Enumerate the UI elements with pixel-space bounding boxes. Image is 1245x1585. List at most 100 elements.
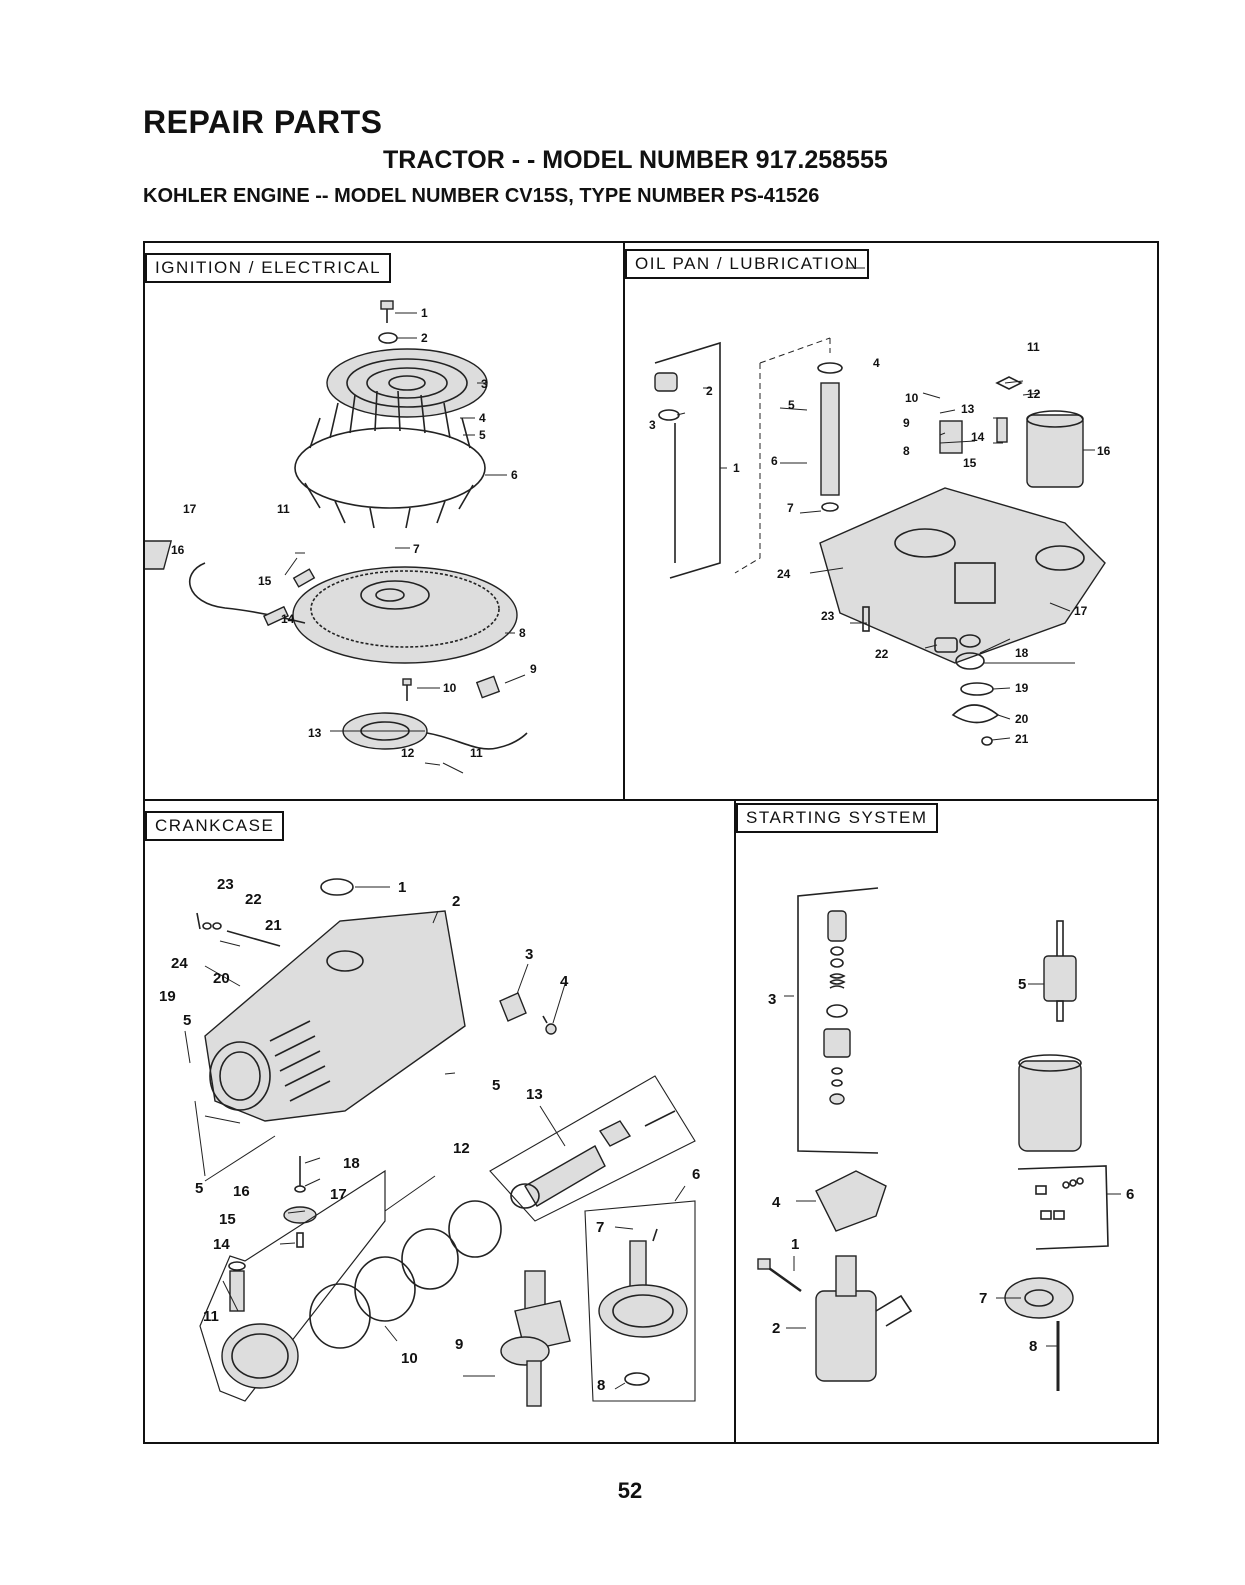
ignition-callout-6: 6	[511, 468, 518, 482]
crankcase-callout-21: 21	[265, 917, 282, 934]
oil-pan-callout-1: 1	[733, 461, 740, 475]
crankcase-section-label: CRANKCASE	[145, 811, 285, 841]
crankcase-callout-2: 2	[452, 893, 460, 910]
ignition-callout-7: 7	[413, 542, 420, 556]
oil-seal-part	[320, 878, 354, 896]
drive-kit-part	[797, 887, 879, 1154]
crankcase-callout-17: 17	[330, 1186, 347, 1203]
crankcase-callout-15: 15	[219, 1211, 236, 1228]
ignition-callout-15: 15	[258, 574, 272, 588]
oil-pan-callout-5: 5	[788, 398, 795, 412]
oil-pan-callout-22: 22	[875, 647, 889, 661]
oil-pan-callout-11: 11	[1027, 340, 1040, 354]
ignition-callout-12: 12	[401, 746, 415, 760]
starting-callout-8: 8	[1029, 1338, 1037, 1355]
oil-pan-callout-3: 3	[649, 418, 656, 432]
breather-assembly-part	[196, 912, 281, 947]
oil-pan-callout-14: 14	[971, 430, 985, 444]
camshaft-part	[584, 1200, 696, 1402]
oil-pan-callout-12: 12	[1027, 387, 1041, 401]
oil-pump-part	[862, 606, 1000, 746]
ignition-callout-10: 10	[443, 681, 457, 695]
dipstick-tube-part	[734, 337, 843, 574]
vertical-divider-top	[623, 241, 625, 801]
crankshaft-part	[500, 1270, 571, 1407]
starting-callout-4: 4	[772, 1194, 781, 1211]
oil-pan-callout-18: 18	[1015, 646, 1029, 660]
oil-pan-callout-23: 23	[821, 609, 835, 623]
crankcase-section: CRANKCASE	[145, 801, 734, 1442]
cooling-fan-part	[294, 390, 486, 529]
ignition-callout-16: 16	[171, 543, 185, 557]
ignition-electrical-section: IGNITION / ELECTRICAL	[145, 243, 623, 799]
crankcase-callout-1: 1	[398, 879, 406, 896]
spark-plug-part	[292, 568, 316, 588]
page-number: 52	[617, 1478, 643, 1503]
crankcase-diagram: 1 2 3 4 5 5 5 6 7 8 9 10 11 12 13 14 15 …	[159, 876, 700, 1407]
crankcase-callout-23: 23	[217, 876, 234, 893]
rotating-screen-part	[326, 348, 488, 418]
crankcase-callout-18: 18	[343, 1155, 360, 1172]
crankcase-callout-10: 10	[401, 1350, 418, 1367]
oil-filter-adapter-part	[939, 376, 1023, 454]
ignition-callout-13: 13	[308, 726, 322, 740]
brush-kit-part	[1017, 1165, 1109, 1250]
oil-pan-callout-9: 9	[903, 416, 910, 430]
engine-model-line: KOHLER ENGINE -- MODEL NUMBER CV15S, TYP…	[143, 185, 820, 207]
oil-pan-callout-2: 2	[706, 384, 713, 398]
ignition-callout-8: 8	[519, 626, 526, 640]
armature-part	[1043, 920, 1077, 1022]
connecting-rod-part	[489, 1075, 696, 1222]
crankcase-callout-13: 13	[526, 1086, 543, 1103]
oil-pan-callout-24: 24	[777, 567, 791, 581]
oil-pan-callout-13: 13	[961, 402, 975, 416]
crankcase-block-part	[204, 910, 466, 1122]
oil-pan-lubrication-section: OIL PAN / LUBRICATION	[625, 243, 1157, 799]
oil-pan-part	[819, 487, 1106, 664]
page-title: REPAIR PARTS	[143, 104, 383, 140]
crankcase-callout-4: 4	[560, 973, 569, 990]
flywheel-part	[292, 566, 518, 664]
oil-pan-diagram: 1 2 3 4 5 6 7 8 9 10 11 12 13 14 15 16 1…	[649, 267, 1111, 746]
oil-pan-callout-7: 7	[787, 501, 794, 515]
starting-callout-5: 5	[1018, 976, 1026, 993]
crankcase-callout-5-top: 5	[183, 1012, 191, 1029]
oil-pan-section-label: OIL PAN / LUBRICATION	[625, 249, 869, 279]
starting-callout-6: 6	[1126, 1186, 1134, 1203]
crankcase-callout-12: 12	[453, 1140, 470, 1157]
crankcase-callout-5-bottom: 5	[195, 1180, 203, 1197]
crankcase-callout-14: 14	[213, 1236, 230, 1253]
crankcase-callout-22: 22	[245, 891, 262, 908]
oil-filter-part	[1026, 410, 1084, 488]
oil-pan-callout-21: 21	[1015, 732, 1029, 746]
crankcase-callout-11: 11	[203, 1308, 219, 1325]
oil-pan-callout-8: 8	[903, 444, 910, 458]
crankcase-callout-20: 20	[213, 970, 230, 987]
starting-system-diagram: 1 2 3 4 5 6 7 8	[757, 887, 1134, 1391]
vertical-divider-bottom	[734, 799, 736, 1444]
connector-part	[475, 675, 501, 699]
ignition-callout-1: 1	[421, 306, 428, 320]
ignition-callout-9: 9	[530, 662, 537, 676]
ignition-callout-2: 2	[421, 331, 428, 345]
bracket-part	[499, 992, 527, 1022]
oil-pan-callout-10: 10	[905, 391, 919, 405]
piston-rings-part	[309, 1200, 502, 1349]
bracket-bolt-part	[542, 1015, 557, 1035]
oil-pan-callout-6: 6	[771, 454, 778, 468]
crankcase-callout-3: 3	[525, 946, 533, 963]
starting-callout-2: 2	[772, 1320, 780, 1337]
starter-bolt-part	[757, 1258, 802, 1293]
drive-end-cap-part	[815, 1170, 887, 1232]
oil-pan-callout-17: 17	[1074, 604, 1088, 618]
oil-pan-callout-4: 4	[873, 356, 880, 370]
starting-callout-1: 1	[791, 1236, 799, 1253]
ignition-section-label: IGNITION / ELECTRICAL	[145, 253, 392, 283]
diagram-frame	[143, 241, 1159, 1444]
crankcase-callout-24: 24	[171, 955, 188, 972]
oil-pan-callout-15: 15	[963, 456, 977, 470]
stator-bolt-part	[402, 678, 412, 701]
starting-system-section: STARTING SYSTEM	[736, 801, 1157, 1442]
starter-motor-part	[815, 1255, 913, 1382]
dipstick-part	[654, 341, 721, 579]
